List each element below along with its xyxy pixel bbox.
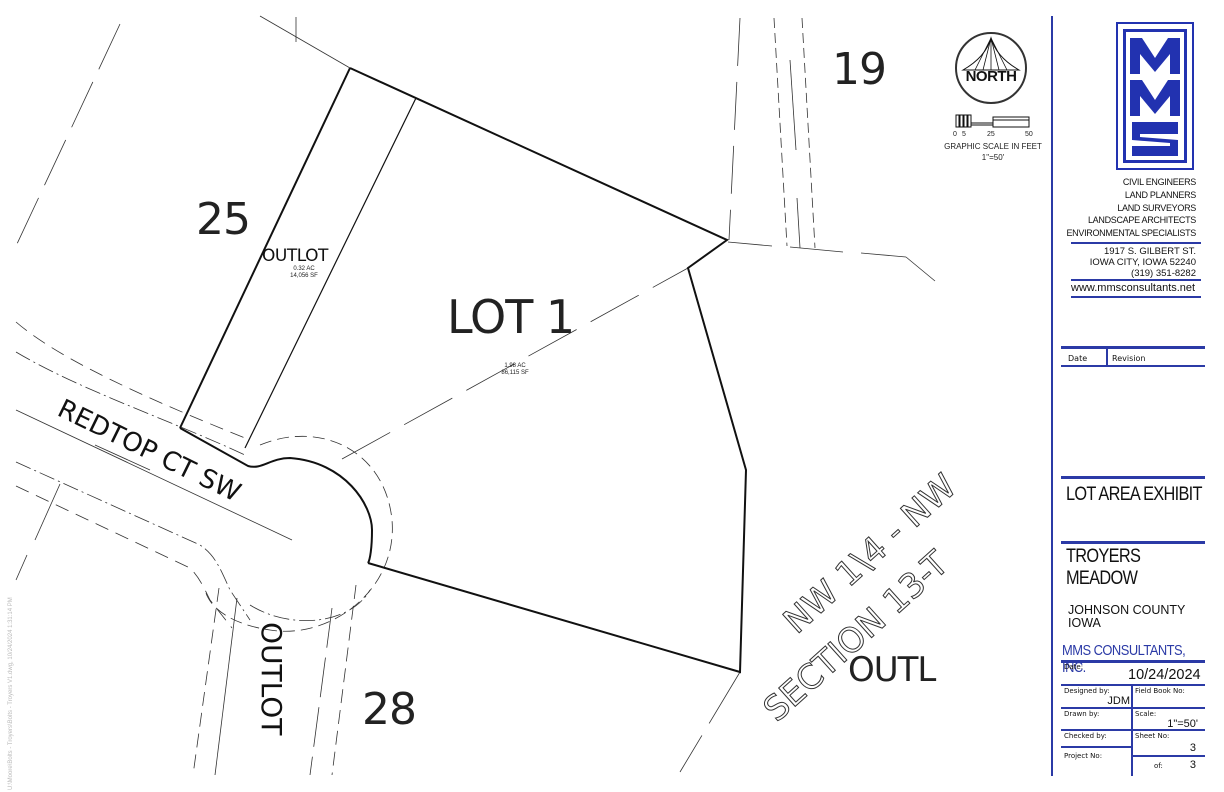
outlot-north-acres: 0.32 AC [293, 266, 315, 272]
firm-name: MMS CONSULTANTS, INC. [1062, 642, 1186, 676]
divider [1061, 660, 1205, 663]
lot-25-label: 25 [196, 194, 251, 245]
firm-website-link[interactable]: www.mmsconsultants.net [1071, 282, 1196, 294]
outlot-south-label: OUTLOT [255, 622, 288, 736]
outlot-north-area: 0.32 AC 14,056 SF [284, 266, 324, 280]
designed-by-label: Designed by: [1064, 687, 1110, 695]
divider [1061, 746, 1131, 748]
title-block-border [1051, 16, 1053, 776]
scale-label: Scale: [1135, 710, 1157, 718]
location-state: IOWA [1068, 616, 1101, 630]
scale-tick-50: 50 [1025, 131, 1033, 138]
divider [1061, 346, 1205, 349]
mms-logo-icon [1130, 38, 1180, 156]
divider [1061, 684, 1205, 686]
lot-1-area: 1.98 AC 86,115 SF [494, 363, 536, 377]
outlot-north-label: OUTLOT [262, 246, 328, 266]
divider [1061, 707, 1205, 709]
service-environmental-specialists: ENVIRONMENTAL SPECIALISTS [1066, 228, 1196, 239]
address-street: 1917 S. GILBERT ST. [1103, 246, 1196, 257]
divider [1131, 755, 1205, 757]
date-value: 10/24/2024 [1128, 667, 1201, 683]
north-arrow: NORTH [955, 32, 1027, 104]
lot-19-label: 19 [832, 44, 887, 95]
lot-28-label: 28 [362, 684, 417, 735]
lot-1-acres: 1.98 AC [504, 363, 526, 369]
divider [1061, 541, 1205, 544]
divider [1061, 365, 1205, 367]
address-phone: (319) 351-8282 [1131, 268, 1196, 279]
service-civil-engineers: CIVIL ENGINEERS [1122, 177, 1196, 187]
firm-address: 1917 S. GILBERT ST. IOWA CITY, IOWA 5224… [1090, 246, 1196, 279]
north-arrow-icon [961, 36, 1021, 71]
outlot-north-sqft: 14,056 SF [290, 273, 318, 279]
service-landscape-architects: LANDSCAPE ARCHITECTS [1087, 215, 1196, 226]
designed-by-value: JDM [1107, 695, 1130, 707]
divider [1106, 349, 1108, 365]
sheet-no-label: Sheet No: [1135, 732, 1170, 740]
lot-1-sqft: 86,115 SF [501, 370, 529, 376]
scale-tick-5: 5 [962, 131, 966, 138]
mms-logo [1116, 22, 1194, 170]
scale-ratio: 1"=50' [981, 153, 1005, 162]
scale-value: 1"=50' [1167, 718, 1198, 730]
divider [1061, 476, 1205, 479]
outlot-east-label: OUTL [848, 650, 936, 690]
revision-header: Revision [1112, 354, 1146, 363]
service-land-planners: LAND PLANNERS [1124, 189, 1196, 200]
of-value: 3 [1189, 759, 1196, 771]
divider [1071, 242, 1201, 244]
revision-date-header: Date [1068, 354, 1088, 363]
location-county: JOHNSON COUNTY [1068, 603, 1186, 617]
drawn-by-label: Drawn by: [1064, 710, 1100, 718]
project-location: JOHNSON COUNTY IOWA [1068, 604, 1185, 630]
scale-tick-25: 25 [987, 131, 995, 138]
project-name: TROYERS MEADOW [1066, 546, 1141, 589]
firm-services: CIVIL ENGINEERS LAND PLANNERS LAND SURVE… [1066, 176, 1196, 240]
project-no-label: Project No: [1064, 752, 1103, 760]
service-land-surveyors: LAND SURVEYORS [1117, 202, 1196, 213]
divider [1061, 729, 1205, 731]
scale-title: GRAPHIC SCALE IN FEET [944, 142, 1042, 151]
checked-by-label: Checked by: [1064, 732, 1107, 740]
address-city: IOWA CITY, IOWA 52240 [1089, 257, 1196, 268]
sheet-title: LOT AREA EXHIBIT [1066, 484, 1203, 505]
date-label: Date: [1064, 663, 1084, 671]
graphic-scale-bar [955, 114, 1030, 128]
north-label: NORTH [965, 68, 1017, 85]
sheet-no-value: 3 [1189, 742, 1196, 754]
divider [1071, 279, 1201, 281]
lot-1-label: LOT 1 [447, 290, 575, 344]
scale-tick-0: 0 [953, 131, 957, 138]
of-label: of: [1154, 762, 1163, 770]
file-path-watermark: U:\Moore\Bolts - Troyers\Bolts - Troyers… [8, 597, 14, 790]
field-book-label: Field Book No: [1135, 687, 1185, 695]
divider [1071, 296, 1201, 298]
